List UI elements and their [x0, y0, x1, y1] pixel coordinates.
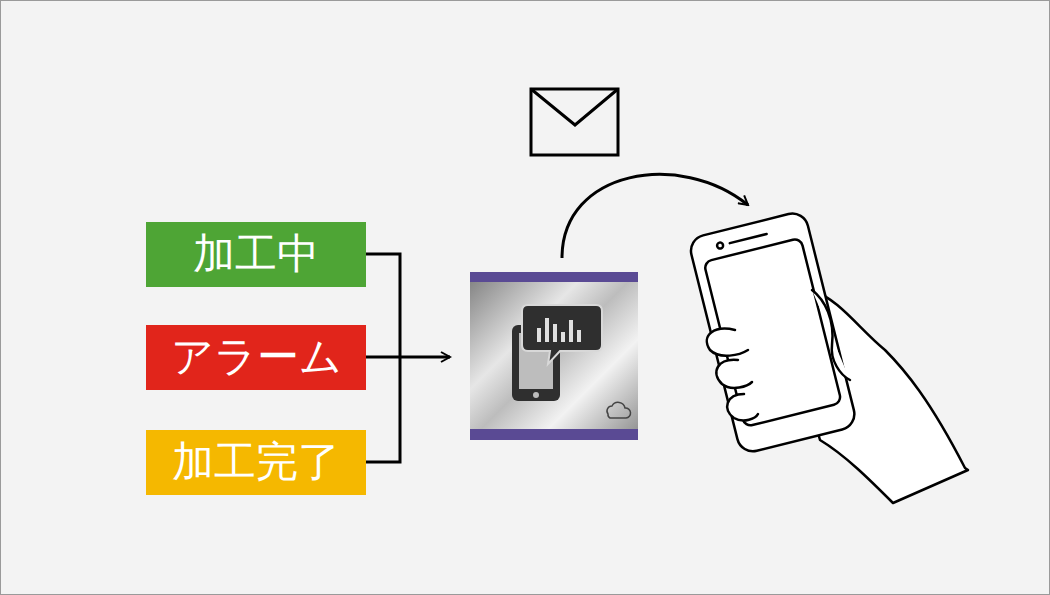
- status-label: 加工完了: [172, 439, 340, 485]
- status-box: 加工完了: [146, 430, 366, 495]
- merge-bracket: [366, 254, 450, 462]
- send-arrow: [562, 174, 748, 258]
- status-box: 加工中: [146, 222, 366, 287]
- hand-with-phone: [688, 210, 968, 503]
- status-label: アラーム: [171, 334, 342, 380]
- status-box: アラーム: [146, 325, 366, 390]
- status-label: 加工中: [193, 231, 319, 277]
- mail-icon: [531, 89, 618, 155]
- app-icon: [470, 272, 638, 440]
